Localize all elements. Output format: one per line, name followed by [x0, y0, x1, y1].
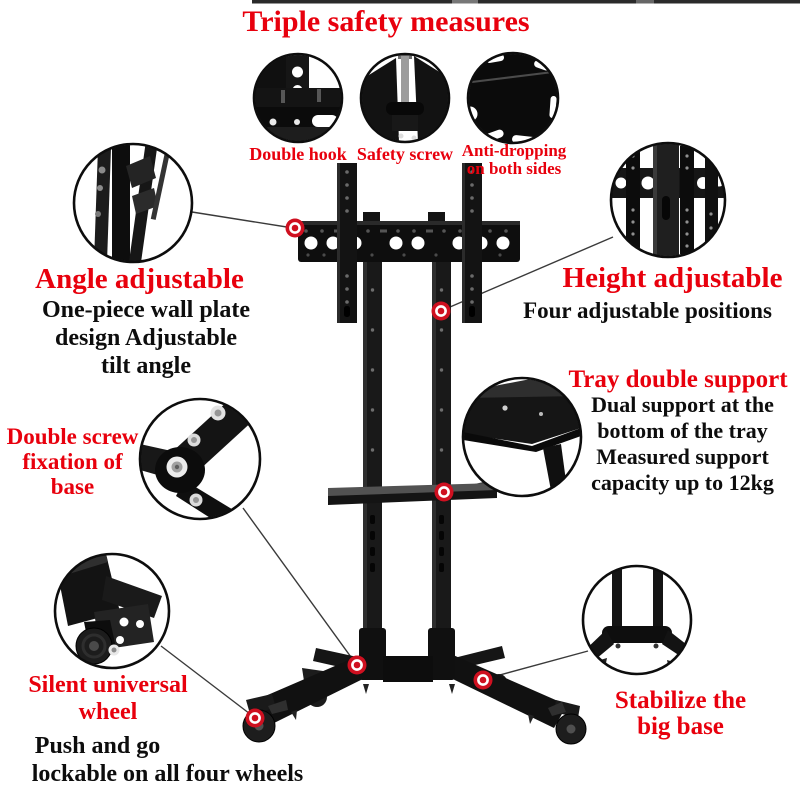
callout-circle-stabilize: [581, 564, 693, 676]
hotspot-dot-bracket: [285, 218, 305, 238]
tray-support-text: Dual support at the bottom of the tray M…: [591, 392, 774, 495]
callout-circle-wheel: [53, 552, 171, 670]
hotspot-dot-pole: [431, 301, 451, 321]
label-anti-dropping: Anti-dropping on both sides: [461, 141, 567, 178]
label-double-hook: Double hook: [249, 144, 347, 164]
angle-adjustable-heading: Angle adjustable: [35, 263, 244, 295]
height-adjustable-heading: Height adjustable: [562, 262, 783, 294]
callout-circle-height: [609, 141, 727, 259]
silent-wheel-text-line2: lockable on all four wheels: [31, 761, 304, 787]
callout-leader-lines: [160, 211, 614, 718]
hotspot-dots: [245, 218, 493, 728]
height-adjustable-text: Four adjustable positions: [523, 298, 772, 323]
callout-circle-safety-screw: [359, 52, 451, 144]
stabilize-base-heading: Stabilize the big base: [614, 687, 747, 740]
callout-circle-anti-dropping: [466, 51, 560, 145]
label-safety-screw: Safety screw: [356, 144, 454, 164]
angle-adjustable-text: One-piece wall plate design Adjustable t…: [42, 297, 250, 379]
callout-circle-double-hook: [252, 52, 344, 144]
tv-mount-plates: [337, 163, 482, 323]
hotspot-dot-tray: [434, 482, 454, 502]
tv-stand: [242, 163, 587, 745]
double-screw-heading: Double screw fixation of base: [6, 424, 139, 499]
hotspot-dot-wheel: [245, 708, 265, 728]
hotspot-dot-base-right: [473, 670, 493, 690]
callout-circle-tray: [461, 376, 583, 498]
page-title: Triple safety measures: [242, 5, 530, 38]
callout-circle-angle: [72, 142, 194, 264]
stand-base: [242, 628, 587, 745]
callout-circle-double-screw: [138, 397, 262, 521]
tray-support-heading: Tray double support: [568, 366, 788, 393]
leveling-spikes: [291, 684, 534, 724]
hotspot-dot-base-left: [347, 655, 367, 675]
photo-edge-strip: [252, 0, 800, 4]
stand-poles: [363, 258, 451, 638]
shelf-tray: [328, 483, 497, 505]
tv-bracket: [298, 212, 520, 262]
silent-wheel-heading: Silent universal wheel: [28, 672, 188, 725]
silent-wheel-text-line1: Push and go: [34, 733, 161, 759]
caster-wheel-right: [548, 700, 587, 745]
